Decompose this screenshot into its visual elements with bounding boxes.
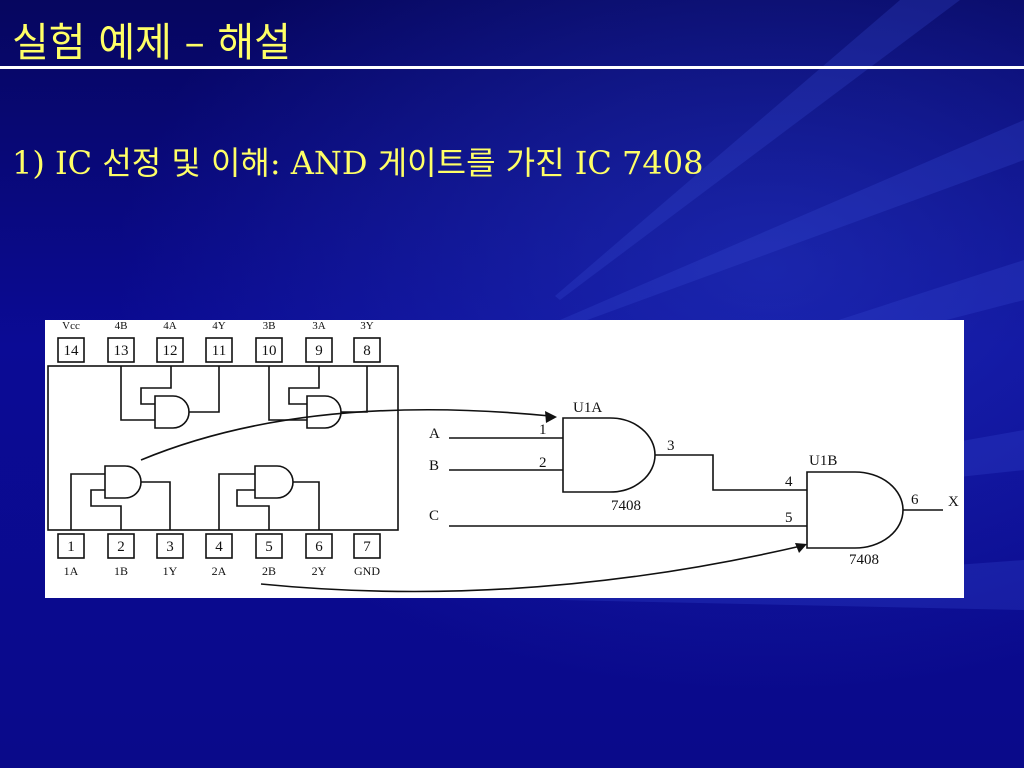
pin-label-10: 3B: [263, 320, 276, 332]
gate-u1a-pin2: 2: [539, 455, 547, 471]
pin-number-8: 8: [363, 343, 371, 359]
pin-label-12: 4A: [163, 320, 177, 332]
pin-number-13: 13: [114, 343, 129, 359]
arrow-curve-bottom: [260, 545, 802, 593]
pin-box-6: [305, 533, 333, 559]
pin-label-2: 1B: [114, 564, 128, 578]
gate-u1b-name: U1B: [809, 453, 837, 469]
diagram-svg: Vcc 4B 4A 4Y 3B 3A 3Y 14 13 12 11 10 9 8…: [47, 320, 959, 593]
pin-box-2: [107, 533, 135, 559]
pin-box-7: [353, 533, 381, 559]
gate-u1b-body: [806, 471, 904, 549]
pin-number-12: 12: [163, 343, 178, 359]
pin-label-3: 1Y: [163, 564, 178, 578]
pin-box-11: [205, 337, 233, 363]
pin-number-14: 14: [64, 343, 80, 359]
internal-gate-1: [104, 465, 142, 499]
pin-label-14: Vcc: [62, 320, 80, 332]
pin-box-3: [156, 533, 184, 559]
gate-u1a-pin1: 1: [539, 422, 547, 438]
pin-number-5: 5: [265, 539, 273, 555]
gate-u1b-pin6: 6: [911, 492, 919, 508]
pin-label-6: 2Y: [312, 564, 327, 578]
pin-box-14: [57, 337, 85, 363]
arrow-head-bottom: [795, 543, 807, 553]
wire-gate1-pin3: [141, 481, 171, 530]
pin-label-13: 4B: [115, 320, 128, 332]
wire-pin12-gate4: [140, 366, 172, 405]
pin-label-8: 3Y: [360, 320, 374, 332]
wire-gate2-pin6: [293, 481, 320, 530]
pin-box-8: [353, 337, 381, 363]
pin-number-2: 2: [117, 539, 125, 555]
wire-pin2-gate1: [90, 489, 122, 530]
pin-label-7: GND: [354, 564, 380, 578]
input-label-a: A: [429, 426, 440, 442]
wire-pin10-gate3: [268, 366, 307, 421]
circuit-diagram: Vcc 4B 4A 4Y 3B 3A 3Y 14 13 12 11 10 9 8…: [45, 320, 964, 598]
input-label-b: B: [429, 458, 439, 474]
output-label-x: X: [948, 494, 959, 510]
pin-label-11: 4Y: [212, 320, 226, 332]
wire-pin9-gate3: [288, 366, 320, 405]
internal-gate-2: [254, 465, 294, 499]
pin-number-7: 7: [363, 539, 371, 555]
gate-u1a-name: U1A: [573, 400, 602, 416]
pin-label-1: 1A: [64, 564, 79, 578]
pin-number-11: 11: [212, 343, 226, 359]
pin-label-9: 3A: [312, 320, 326, 332]
pin-number-1: 1: [67, 539, 75, 555]
arrow-curve-top: [140, 408, 551, 461]
gate-u1b-pin5: 5: [785, 510, 793, 526]
wire-gate3-pin8: [341, 366, 368, 413]
gate-u1a-body: [562, 417, 656, 493]
pin-box-5: [255, 533, 283, 559]
gate-u1b-part: 7408: [849, 552, 879, 568]
gate-u1a-part: 7408: [611, 498, 641, 514]
arrow-head-top: [545, 411, 557, 423]
pin-label-4: 2A: [212, 564, 227, 578]
wire-pin1-gate1: [70, 473, 105, 530]
slide-subtitle: 1) IC 선정 및 이해: AND 게이트를 가진 IC 7408: [12, 144, 704, 182]
pin-box-13: [107, 337, 135, 363]
pin-box-1: [57, 533, 85, 559]
pin-box-9: [305, 337, 333, 363]
pin-number-6: 6: [315, 539, 323, 555]
title-underline: [0, 66, 1024, 69]
wire-gate4-pin11: [189, 366, 220, 413]
wire-pin5-gate2: [236, 489, 270, 530]
pin-number-9: 9: [315, 343, 323, 359]
pin-number-10: 10: [262, 343, 277, 359]
internal-gate-4: [154, 395, 190, 429]
pin-number-3: 3: [166, 539, 174, 555]
wire-u1a-to-u1b: [655, 454, 807, 491]
pin-box-4: [205, 533, 233, 559]
wire-pin4-gate2: [218, 473, 255, 530]
gate-u1b-pin4: 4: [785, 474, 793, 490]
pin-label-5: 2B: [262, 564, 276, 578]
input-label-c: C: [429, 508, 439, 524]
ic-7408-body: [47, 365, 399, 531]
gate-u1a-pin3: 3: [667, 438, 675, 454]
internal-gate-3: [306, 395, 342, 429]
pin-box-10: [255, 337, 283, 363]
pin-number-4: 4: [215, 539, 223, 555]
pin-box-12: [156, 337, 184, 363]
wire-pin13-gate4: [120, 366, 155, 421]
slide-title: 실험 예제 – 해설: [12, 20, 291, 66]
